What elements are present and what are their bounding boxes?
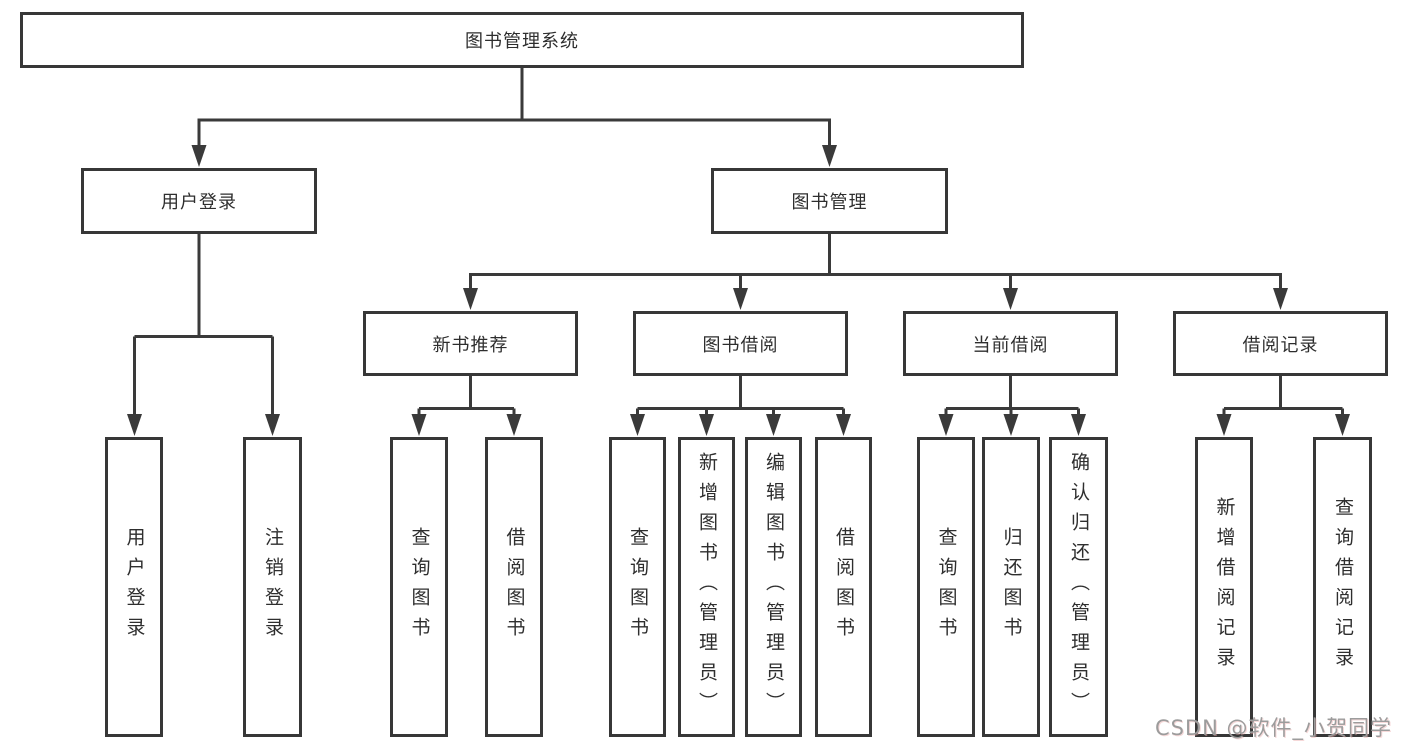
- leaf-current-query-books-label: 查询图书: [935, 527, 958, 647]
- leaf-borrow-borrow-books: 借阅图书: [815, 437, 872, 737]
- leaf-newrec-borrow-books-label: 借阅图书: [503, 527, 526, 647]
- leaf-borrow-add-books-admin: 新增图书（管理员）: [678, 437, 735, 737]
- leaf-user-login: 用户登录: [105, 437, 163, 737]
- leaf-borrow-edit-books-admin-label: 编辑图书（管理员）: [763, 452, 785, 722]
- leaf-newrec-query-books-label: 查询图书: [408, 527, 431, 647]
- leaf-borrow-borrow-books-label: 借阅图书: [833, 527, 855, 647]
- node-root: 图书管理系统: [20, 12, 1024, 68]
- leaf-newrec-query-books: 查询图书: [390, 437, 448, 737]
- leaf-records-query-record: 查询借阅记录: [1313, 437, 1372, 737]
- node-book-management: 图书管理: [711, 168, 948, 234]
- leaf-borrow-add-books-admin-label: 新增图书（管理员）: [696, 452, 718, 722]
- leaf-current-confirm-return-admin: 确认归还（管理员）: [1049, 437, 1108, 737]
- leaf-logout: 注销登录: [243, 437, 302, 737]
- leaf-borrow-query-books-label: 查询图书: [627, 527, 649, 647]
- leaf-user-login-label: 用户登录: [123, 527, 146, 647]
- leaf-records-add-record: 新增借阅记录: [1195, 437, 1253, 737]
- leaf-current-confirm-return-admin-label: 确认归还（管理员）: [1068, 452, 1090, 722]
- leaf-newrec-borrow-books: 借阅图书: [485, 437, 543, 737]
- leaf-current-query-books: 查询图书: [917, 437, 975, 737]
- node-current-borrowing: 当前借阅: [903, 311, 1118, 376]
- node-user-login: 用户登录: [81, 168, 317, 234]
- node-new-book-recommendation: 新书推荐: [363, 311, 578, 376]
- leaf-records-add-record-label: 新增借阅记录: [1213, 497, 1236, 677]
- node-borrowing-records: 借阅记录: [1173, 311, 1388, 376]
- leaf-logout-label: 注销登录: [262, 527, 284, 647]
- leaf-current-return-books: 归还图书: [982, 437, 1040, 737]
- leaf-current-return-books-label: 归还图书: [1000, 527, 1023, 647]
- leaf-records-query-record-label: 查询借阅记录: [1332, 497, 1354, 677]
- leaf-borrow-edit-books-admin: 编辑图书（管理员）: [745, 437, 802, 737]
- node-book-borrowing: 图书借阅: [633, 311, 848, 376]
- watermark: CSDN @软件_小贺同学: [1155, 716, 1393, 740]
- leaf-borrow-query-books: 查询图书: [609, 437, 666, 737]
